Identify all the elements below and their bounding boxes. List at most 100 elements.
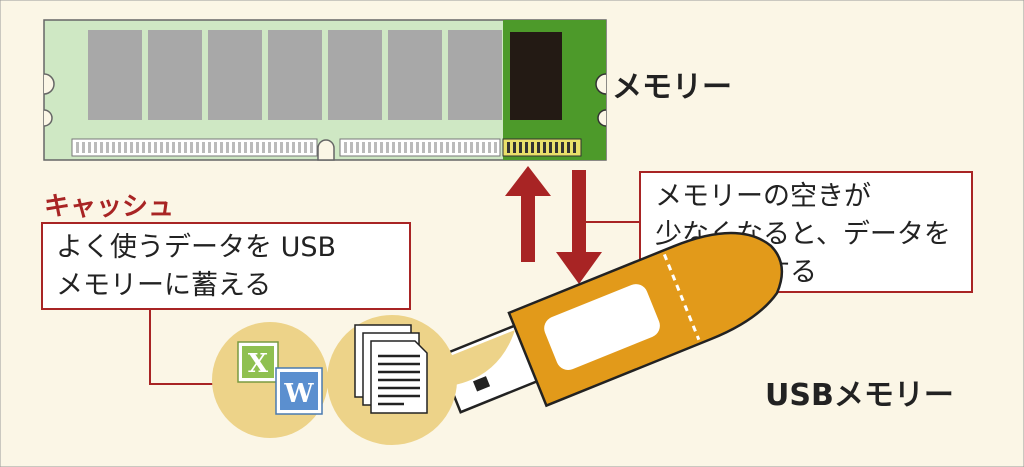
cache-speech-tail — [440, 330, 515, 385]
memory-contact-pin — [106, 142, 109, 153]
memory-contact-pin — [100, 142, 103, 153]
memory-contact-pin — [220, 142, 223, 153]
memory-contact-pin — [398, 142, 401, 153]
excel-icon: X — [237, 341, 279, 383]
memory-contact-pin — [202, 142, 205, 153]
memory-contact-pin — [94, 142, 97, 153]
memory-contact-pin — [567, 142, 570, 153]
usb-seam — [662, 253, 701, 341]
memory-contact-pin — [286, 142, 289, 153]
memory-contact-pins — [76, 142, 576, 153]
memory-notch-right-bottom — [597, 109, 607, 127]
memory-contact-pin — [136, 142, 139, 153]
memory-contact-pin — [464, 142, 467, 153]
memory-contact-pin — [112, 142, 115, 153]
usb-connector-slot — [472, 376, 491, 392]
memory-contact-pin — [196, 142, 199, 153]
usb-memory-label: USBメモリー — [765, 378, 954, 413]
memory-contact-pin — [416, 142, 419, 153]
memory-center-notch — [317, 139, 335, 161]
memory-contact-pin — [244, 142, 247, 153]
memory-chips — [88, 30, 502, 120]
memory-contact-strip-left — [71, 138, 318, 157]
memory-contact-pin — [178, 142, 181, 153]
memory-contact-pin — [214, 142, 217, 153]
memory-contact-pin — [555, 142, 558, 153]
memory-chip — [88, 30, 142, 120]
memory-notch-left-bottom — [43, 109, 53, 127]
memory-contact-pin — [410, 142, 413, 153]
memory-contact-pin — [166, 142, 169, 153]
memory-contact-pin — [452, 142, 455, 153]
memory-contact-pin — [142, 142, 145, 153]
memory-contact-pin — [537, 142, 540, 153]
memory-contact-pin — [362, 142, 365, 153]
memory-contact-pin — [561, 142, 564, 153]
memory-notch-right-top — [595, 73, 607, 95]
memory-contact-pin — [374, 142, 377, 153]
memory-contact-pin — [238, 142, 241, 153]
memory-contact-pin — [458, 142, 461, 153]
memory-contact-pin — [130, 142, 133, 153]
memory-contact-pin — [470, 142, 473, 153]
memory-chip-dark — [510, 32, 562, 120]
memory-contact-pin — [148, 142, 151, 153]
arrow-down — [556, 170, 602, 284]
cache-line-1: よく使うデータを USB — [56, 232, 336, 263]
memory-contact-pin — [350, 142, 353, 153]
memory-contact-pin — [208, 142, 211, 153]
memory-contact-pin — [368, 142, 371, 153]
memory-contact-pin — [298, 142, 301, 153]
memory-chip — [268, 30, 322, 120]
memory-module — [43, 19, 607, 161]
cache-title: キャッシュ — [44, 192, 174, 222]
memory-contact-pin — [392, 142, 395, 153]
memory-chip — [148, 30, 202, 120]
memory-contact-pin — [190, 142, 193, 153]
memory-contact-pin — [118, 142, 121, 153]
arrow-up — [505, 166, 551, 262]
cache-connector — [149, 309, 222, 385]
memory-contact-pin — [543, 142, 546, 153]
word-icon-letter: W — [283, 379, 314, 409]
memory-contact-pin — [262, 142, 265, 153]
memory-contact-pin — [549, 142, 552, 153]
memory-contact-pin — [274, 142, 277, 153]
cache-line-2: メモリーに蓄える — [56, 270, 271, 301]
memory-contact-pin — [494, 142, 497, 153]
memory-contact-pin — [88, 142, 91, 153]
memory-contact-pin — [434, 142, 437, 153]
memory-contact-pin — [82, 142, 85, 153]
swap-line-1: メモリーの空きが — [655, 181, 871, 212]
memory-contact-pin — [404, 142, 407, 153]
memory-contact-pin — [573, 142, 576, 153]
cache-callout: よく使うデータを USB メモリーに蓄える — [41, 222, 411, 310]
memory-contact-pin — [386, 142, 389, 153]
memory-contact-pin — [531, 142, 534, 153]
memory-notch-left-top — [43, 73, 55, 95]
memory-contact-pin — [184, 142, 187, 153]
memory-chip — [208, 30, 262, 120]
memory-contact-pin — [76, 142, 79, 153]
memory-contact-pin — [428, 142, 431, 153]
memory-contact-pin — [292, 142, 295, 153]
memory-contact-pin — [154, 142, 157, 153]
memory-contact-pin — [356, 142, 359, 153]
memory-contact-pin — [482, 142, 485, 153]
memory-contact-pin — [256, 142, 259, 153]
memory-contact-pin — [519, 142, 522, 153]
memory-contact-pin — [476, 142, 479, 153]
documents-icon — [354, 324, 428, 414]
memory-contact-pin — [513, 142, 516, 153]
memory-contact-pin — [507, 142, 510, 153]
memory-contact-pin — [280, 142, 283, 153]
memory-contact-pin — [160, 142, 163, 153]
memory-contact-pin — [344, 142, 347, 153]
memory-chip — [448, 30, 502, 120]
memory-contact-pin — [172, 142, 175, 153]
memory-contact-pin — [440, 142, 443, 153]
memory-contact-pin — [380, 142, 383, 153]
memory-contact-pin — [304, 142, 307, 153]
memory-contact-pin — [232, 142, 235, 153]
